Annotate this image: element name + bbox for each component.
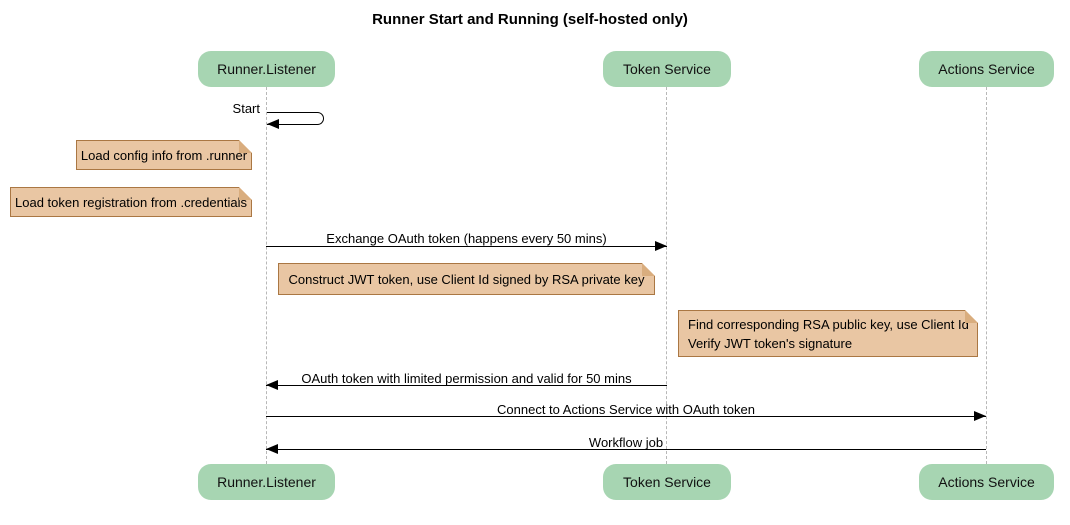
note-text: Load token registration from .credential… [15,194,247,210]
arrowhead-left-icon [267,119,279,129]
message-label-oauth-token-back: OAuth token with limited permission and … [301,371,632,386]
participant-runner-listener-bottom: Runner.Listener [198,464,335,500]
note-load-token-registration: Load token registration from .credential… [10,187,252,217]
message-label-workflow-job: Workflow job [588,435,664,450]
message-label-connect-actions: Connect to Actions Service with OAuth to… [497,402,755,417]
note-construct-jwt: Construct JWT token, use Client Id signe… [278,263,655,295]
participant-actions-service-top: Actions Service [919,51,1054,87]
message-line [266,416,986,417]
participant-token-service-top: Token Service [603,51,731,87]
message-label-exchange-oauth: Exchange OAuth token (happens every 50 m… [326,231,607,246]
message-line [266,385,667,386]
note-text: Find corresponding RSA public key, use C… [688,316,969,351]
participant-label: Runner.Listener [217,61,316,77]
arrowhead-right-icon [655,241,667,251]
self-message-loop [267,112,324,125]
participant-token-service-bottom: Token Service [603,464,731,500]
lifeline-token-service [666,87,667,464]
participant-label: Runner.Listener [217,474,316,490]
participant-label: Token Service [623,474,711,490]
lifeline-actions-service [986,87,987,464]
message-label-start: Start [232,101,260,116]
diagram-title: Runner Start and Running (self-hosted on… [372,11,688,28]
participant-label: Actions Service [938,61,1035,77]
message-line [266,449,986,450]
note-load-config: Load config info from .runner [76,140,252,170]
participant-label: Actions Service [938,474,1035,490]
participant-label: Token Service [623,61,711,77]
arrowhead-right-icon [974,411,986,421]
message-line [266,246,667,247]
note-text: Construct JWT token, use Client Id signe… [288,271,645,287]
participant-runner-listener-top: Runner.Listener [198,51,335,87]
lifeline-runner-listener [266,87,267,464]
arrowhead-left-icon [266,444,278,454]
participant-actions-service-bottom: Actions Service [919,464,1054,500]
note-verify-jwt: Find corresponding RSA public key, use C… [678,310,978,357]
arrowhead-left-icon [266,380,278,390]
note-text: Load config info from .runner [80,147,248,163]
